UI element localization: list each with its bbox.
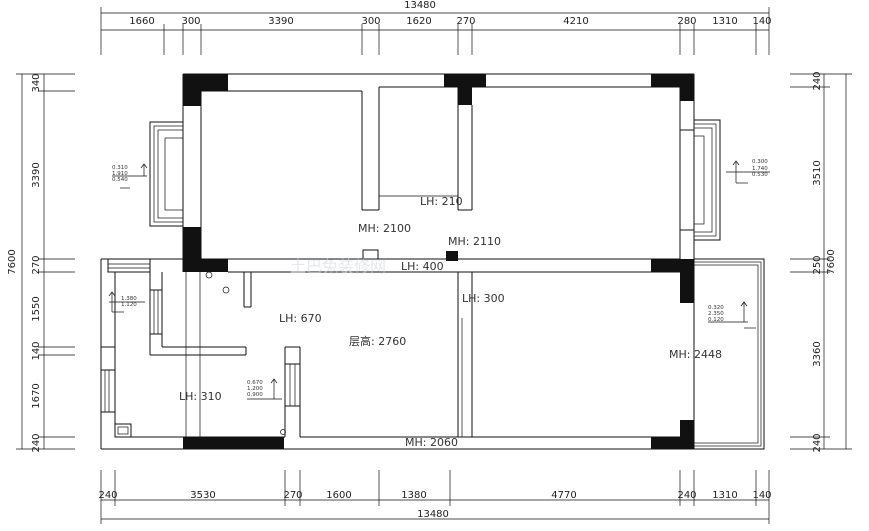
level-marker-right-window: 0.300 1.740 0.530 <box>726 159 770 184</box>
bottom-dim-9: 140 <box>752 490 771 501</box>
watermark: 土巴兔装修网 <box>290 257 386 276</box>
top-dim-8: 280 <box>677 16 696 27</box>
bottom-dim-8: 1310 <box>712 490 737 501</box>
level-center-2: 1.200 <box>247 386 263 392</box>
bottom-dim-4: 1600 <box>326 490 351 501</box>
level-right-window-3: 0.530 <box>752 172 768 178</box>
level-marker-balcony: 0.320 2.350 0.120 <box>708 301 756 329</box>
left-total-dim: 7600 <box>7 249 18 274</box>
bottom-dim-1: 240 <box>98 490 117 501</box>
top-dim-7: 4210 <box>563 16 588 27</box>
fixtures <box>114 271 692 438</box>
level-balcony-2: 2.350 <box>708 311 724 317</box>
left-dim-5: 140 <box>31 341 42 360</box>
label-lh-300: LH: 300 <box>462 292 505 305</box>
left-dim-7: 240 <box>31 433 42 452</box>
right-dim-1: 240 <box>812 71 823 90</box>
level-balcony-1: 0.320 <box>708 305 724 311</box>
left-dim-3: 270 <box>31 255 42 274</box>
left-dim-4: 1550 <box>31 296 42 321</box>
label-lh-210: LH: 210 <box>420 195 463 208</box>
right-bay-window <box>679 119 721 241</box>
level-marker-left-window: 0.310 1.910 0.540 <box>112 163 148 189</box>
top-total-dim: 13480 <box>404 0 436 11</box>
label-ceiling-height: 层高: 2760 <box>349 334 406 348</box>
level-right-window-2: 1.740 <box>752 166 768 172</box>
level-left-lower-1: 1.380 <box>121 296 137 302</box>
level-center-1: 0.670 <box>247 380 263 386</box>
level-right-window-1: 0.300 <box>752 159 768 165</box>
top-dim-1: 1660 <box>129 16 154 27</box>
top-segment-dims: 1660 300 3390 300 1620 270 4210 280 1310… <box>129 16 771 27</box>
level-left-lower-2: 1.120 <box>121 302 137 308</box>
top-dimension-lines <box>100 7 770 55</box>
left-bay-window <box>149 121 184 227</box>
label-lh-400: LH: 400 <box>401 260 444 273</box>
label-mh-2100: MH: 2100 <box>358 222 411 235</box>
top-dim-10: 140 <box>752 16 771 27</box>
top-dim-3: 3390 <box>268 16 293 27</box>
right-dim-2: 3510 <box>812 160 823 185</box>
level-center-3: 0.900 <box>247 392 263 398</box>
level-balcony-3: 0.120 <box>708 317 724 323</box>
right-total-dim: 7600 <box>826 249 837 274</box>
right-dim-3: 250 <box>812 255 823 274</box>
balcony-railing <box>693 258 765 450</box>
right-dimension-lines <box>790 73 852 450</box>
label-mh-2448: MH: 2448 <box>669 348 722 361</box>
top-dim-6: 270 <box>456 16 475 27</box>
bottom-segment-dims: 240 3530 270 1600 1380 4770 240 1310 140 <box>98 490 771 501</box>
bottom-dimension-lines <box>100 470 770 524</box>
left-dim-6: 1670 <box>31 383 42 408</box>
top-dim-5: 1620 <box>406 16 431 27</box>
right-dim-5: 240 <box>812 433 823 452</box>
left-dim-2: 3390 <box>31 162 42 187</box>
level-left-window-2: 1.910 <box>112 171 128 177</box>
structural-columns <box>183 74 694 449</box>
lower-walls <box>100 258 694 450</box>
level-marker-center: 0.670 1.200 0.900 <box>247 378 282 400</box>
small-windows <box>100 258 301 413</box>
level-left-window-1: 0.310 <box>112 165 128 171</box>
label-lh-310: LH: 310 <box>179 390 222 403</box>
level-marker-left-lower: 1.380 1.120 <box>108 291 145 313</box>
right-dim-4: 3360 <box>812 341 823 366</box>
label-mh-2110: MH: 2110 <box>448 235 501 248</box>
level-left-window-3: 0.540 <box>112 177 128 183</box>
left-dimension-lines <box>16 73 75 450</box>
bottom-dim-7: 240 <box>677 490 696 501</box>
left-dim-1: 340 <box>31 73 42 92</box>
bottom-dim-3: 270 <box>283 490 302 501</box>
top-dim-2: 300 <box>181 16 200 27</box>
label-mh-2060: MH: 2060 <box>405 436 458 449</box>
right-segment-dims: 240 3510 250 3360 240 <box>812 71 823 452</box>
bottom-total-dim: 13480 <box>417 509 449 520</box>
bottom-dim-2: 3530 <box>190 490 215 501</box>
bottom-dim-5: 1380 <box>401 490 426 501</box>
top-dim-4: 300 <box>361 16 380 27</box>
label-lh-670: LH: 670 <box>279 312 322 325</box>
left-segment-dims: 340 3390 270 1550 140 1670 240 <box>31 73 42 452</box>
bottom-dim-6: 4770 <box>551 490 576 501</box>
top-dim-9: 1310 <box>712 16 737 27</box>
